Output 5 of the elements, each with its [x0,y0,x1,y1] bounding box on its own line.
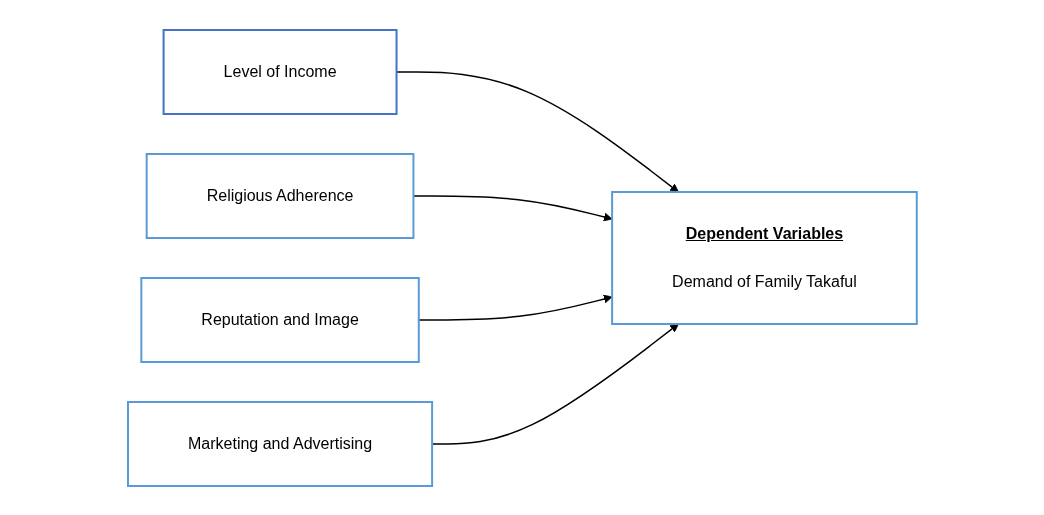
node-box: Dependent Variables Demand of Family Takaful [610,190,918,325]
node-box: Marketing and Advertising [126,400,433,487]
node-box: Level of Income [162,28,398,115]
node-box: Religious Adherence [145,152,415,239]
node-box: Reputation and Image [139,276,420,363]
